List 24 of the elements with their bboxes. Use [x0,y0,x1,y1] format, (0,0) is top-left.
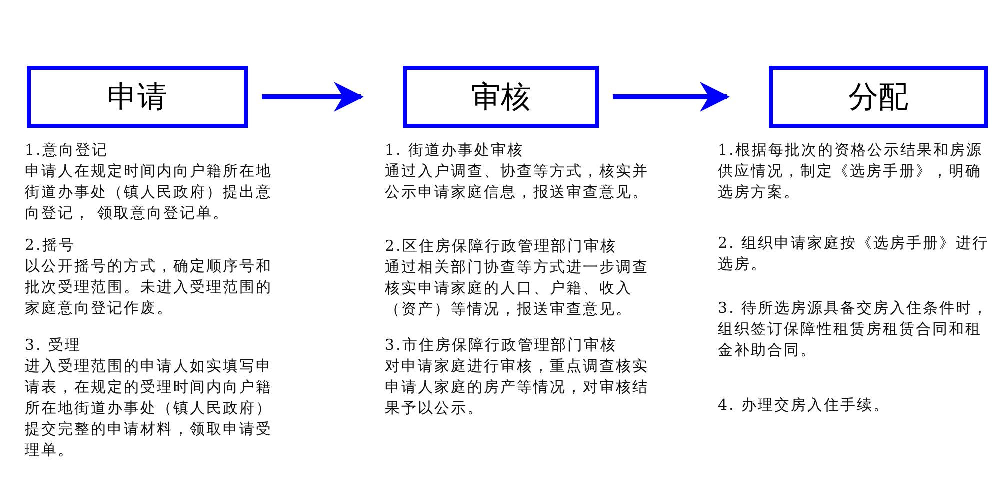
step-text: 通过入户调查、协查等方式，核实并公示申请家庭信息，报送审查意见。 [385,161,650,203]
step-text: 对申请家庭进行审核，重点调查核实申请人家庭的房产等情况，对审核结果予以公示。 [385,356,650,419]
step-text: 通过相关部门协查等方式进一步调查核实申请家庭的人口、户籍、收入（资产）等情况，报送审查意见。 [385,257,650,320]
step-text: 1.根据每批次的资格公示结果和房源供应情况，制定《选房手册》，明确选房方案。 [718,140,984,203]
step-text: 3. 受理 [25,335,83,356]
step-text: 3.市住房保障行政管理部门审核 [385,335,618,356]
stage-box [769,66,988,128]
stage-box [27,66,248,128]
step-text: 1. 街道办事处审核 [385,140,526,161]
step-text: 以公开摇号的方式，确定顺序号和批次受理范围。未进入受理范围的家庭意向登记作废。 [25,256,274,319]
step-text: 2.区住房保障行政管理部门审核 [385,236,618,257]
stage-box [403,66,599,128]
step-text: 3. 待所选房源具备交房入住条件时，组织签订保障性租赁房租赁合同和租金补助合同。 [718,298,990,361]
step-text: 申请人在规定时间内向户籍所在地街道办事处（镇人民政府）提出意向登记， 领取意向登记单。 [25,161,274,224]
step-text: 1.意向登记 [25,140,110,161]
stage-title: 分配 [848,78,908,116]
arrow [613,82,730,112]
stage-title: 申请 [108,78,168,116]
step-text: 4. 办理交房入住手续。 [718,395,892,416]
step-text: 进入受理范围的申请人如实填写申请表，在规定的受理时间内向户籍所在地街道办事处（镇人民政府）提交完整的申请材料，领取申请受理单。 [25,356,274,461]
step-text: 2. 组织申请家庭按《选房手册》进行选房。 [718,233,990,275]
arrow [262,82,364,112]
step-text: 2.摇号 [25,235,76,256]
stage-title: 审核 [471,78,531,116]
